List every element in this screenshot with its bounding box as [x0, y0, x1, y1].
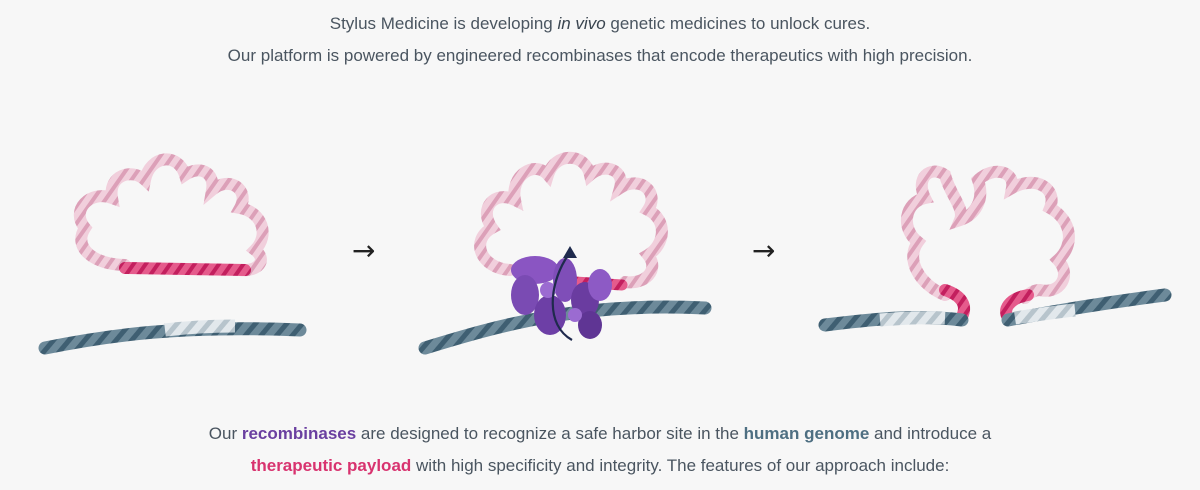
- outro-line-1: Our recombinases are designed to recogni…: [208, 424, 992, 443]
- arrow-right-icon: →: [352, 234, 375, 267]
- intro-line-1: Stylus Medicine is developing in vivo ge…: [329, 14, 871, 33]
- dna-plasmid-icon: [73, 153, 269, 277]
- outro-line-2: therapeutic payload with high specificit…: [250, 456, 950, 475]
- recombinases-highlight: recombinases: [241, 424, 357, 443]
- intro-line-2: Our platform is powered by engineered re…: [227, 46, 973, 65]
- human-genome-highlight: human genome: [743, 424, 870, 443]
- recombinase-binding-icon: [511, 256, 612, 339]
- integrated-payload-icon: [900, 165, 1075, 326]
- mechanism-illustration: → →: [38, 151, 1172, 355]
- genome-strand-3: [818, 288, 1172, 332]
- arrow-right-icon: →: [752, 234, 775, 267]
- mechanism-figure: → →: [0, 120, 1200, 380]
- intro-text: Stylus Medicine is developing in vivo ge…: [0, 8, 1200, 72]
- outro-text: Our recombinases are designed to recogni…: [0, 418, 1200, 482]
- therapeutic-payload-highlight: therapeutic payload: [250, 456, 412, 475]
- in-vivo-emphasis: in vivo: [557, 14, 606, 33]
- genome-strand-1: [38, 319, 307, 355]
- rotation-arrow-icon: [551, 246, 577, 341]
